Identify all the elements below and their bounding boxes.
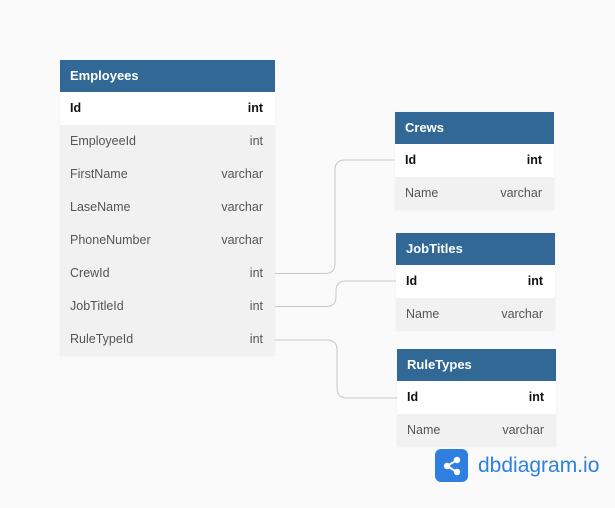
column-name: Id bbox=[406, 274, 418, 288]
table-ruletypes[interactable]: RuleTypes Id int Name varchar bbox=[397, 349, 556, 447]
column-row-id[interactable]: Id int bbox=[397, 381, 556, 414]
column-name: RuleTypeId bbox=[70, 332, 134, 346]
column-row-jobtitleid[interactable]: JobTitleId int bbox=[60, 290, 275, 323]
column-name: Name bbox=[405, 186, 439, 200]
table-jobtitles[interactable]: JobTitles Id int Name varchar bbox=[396, 233, 555, 331]
column-type: varchar bbox=[221, 167, 263, 181]
column-name: PhoneNumber bbox=[70, 233, 151, 247]
column-type: int bbox=[249, 266, 263, 280]
column-row-firstname[interactable]: FirstName varchar bbox=[60, 158, 275, 191]
table-header-ruletypes[interactable]: RuleTypes bbox=[397, 349, 556, 381]
column-name: Name bbox=[406, 307, 440, 321]
column-type: varchar bbox=[221, 200, 263, 214]
column-name: Id bbox=[405, 153, 417, 167]
column-name: JobTitleId bbox=[70, 299, 124, 313]
logo-text: dbdiagram.io bbox=[478, 453, 600, 477]
relationship-line-crewid-crews[interactable] bbox=[275, 159, 395, 274]
column-name: CrewId bbox=[70, 266, 110, 280]
column-type: varchar bbox=[500, 186, 542, 200]
column-row-lasename[interactable]: LaseName varchar bbox=[60, 191, 275, 224]
column-type: int bbox=[249, 134, 263, 148]
table-header-employees[interactable]: Employees bbox=[60, 60, 275, 92]
relationship-line-ruletypeid-ruletypes[interactable] bbox=[275, 339, 397, 399]
column-row-name[interactable]: Name varchar bbox=[397, 414, 556, 447]
column-name: EmployeeId bbox=[70, 134, 137, 148]
column-name: FirstName bbox=[70, 167, 128, 181]
share-nodes-icon bbox=[435, 449, 468, 482]
column-type: int bbox=[249, 332, 263, 346]
column-name: Id bbox=[70, 101, 82, 115]
column-name: LaseName bbox=[70, 200, 131, 214]
column-type: int bbox=[247, 101, 263, 115]
column-type: int bbox=[249, 299, 263, 313]
column-row-ruletypeid[interactable]: RuleTypeId int bbox=[60, 323, 275, 356]
column-row-name[interactable]: Name varchar bbox=[395, 177, 554, 210]
relationship-line-jobtitleid-jobtitles[interactable] bbox=[275, 280, 396, 307]
table-header-jobtitles[interactable]: JobTitles bbox=[396, 233, 555, 265]
column-name: Name bbox=[407, 423, 441, 437]
column-row-id[interactable]: Id int bbox=[60, 92, 275, 125]
column-row-id[interactable]: Id int bbox=[395, 144, 554, 177]
column-row-crewid[interactable]: CrewId int bbox=[60, 257, 275, 290]
column-type: varchar bbox=[501, 307, 543, 321]
dbdiagram-logo[interactable]: dbdiagram.io bbox=[435, 449, 599, 482]
column-name: Id bbox=[407, 390, 419, 404]
column-type: int bbox=[526, 153, 542, 167]
table-employees[interactable]: Employees Id int EmployeeId int FirstNam… bbox=[60, 60, 275, 356]
table-header-crews[interactable]: Crews bbox=[395, 112, 554, 144]
column-row-name[interactable]: Name varchar bbox=[396, 298, 555, 331]
table-crews[interactable]: Crews Id int Name varchar bbox=[395, 112, 554, 210]
column-type: int bbox=[527, 274, 543, 288]
column-row-id[interactable]: Id int bbox=[396, 265, 555, 298]
column-row-phonenumber[interactable]: PhoneNumber varchar bbox=[60, 224, 275, 257]
column-type: varchar bbox=[221, 233, 263, 247]
column-type: int bbox=[528, 390, 544, 404]
column-type: varchar bbox=[502, 423, 544, 437]
column-row-employeeid[interactable]: EmployeeId int bbox=[60, 125, 275, 158]
